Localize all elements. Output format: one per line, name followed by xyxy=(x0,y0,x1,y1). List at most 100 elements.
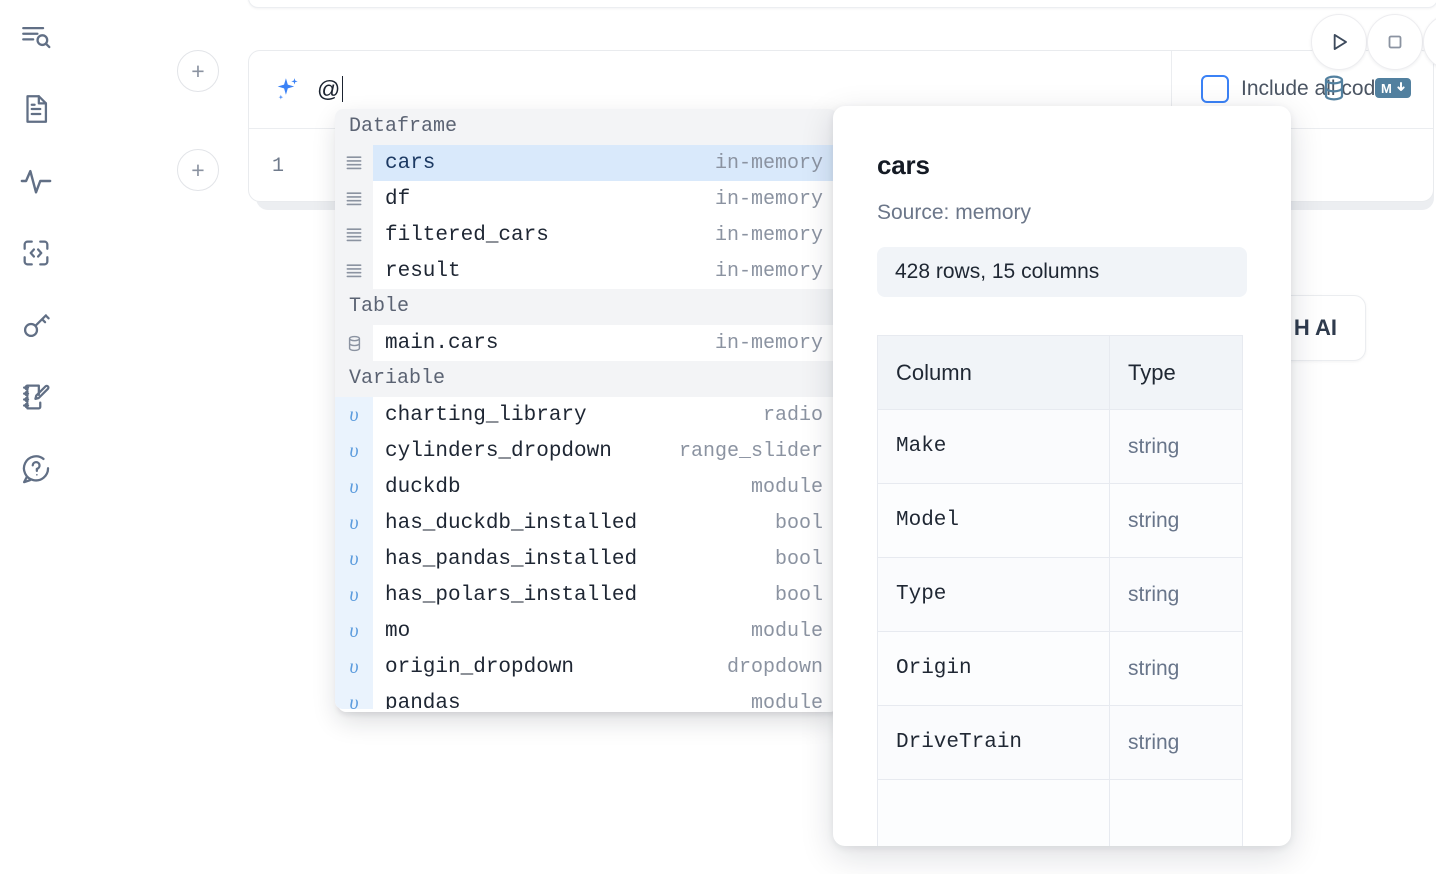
autocomplete-item-content: df in-memory xyxy=(373,181,837,217)
detail-column-name xyxy=(877,779,1110,846)
autocomplete-item-type: bool xyxy=(774,511,823,535)
autocomplete-item-type: in-memory xyxy=(714,187,823,211)
detail-column-type: string xyxy=(1109,483,1243,558)
ai-prompt-value: @ xyxy=(317,76,341,102)
dataframe-icon xyxy=(335,181,373,217)
autocomplete-item[interactable]: υ has_pandas_installed bool xyxy=(335,541,837,577)
dataframe-icon xyxy=(335,253,373,289)
add-cell-below-label: + xyxy=(191,156,205,183)
run-cell-button[interactable] xyxy=(1311,14,1367,70)
autocomplete-item-name: result xyxy=(385,259,461,283)
sparkles-icon xyxy=(267,74,307,106)
line-number: 1 xyxy=(271,154,284,178)
include-all-code-label: Include all code xyxy=(1241,77,1387,100)
scratchpad-icon[interactable] xyxy=(12,373,60,421)
detail-column-name: Type xyxy=(877,557,1110,632)
document-icon[interactable] xyxy=(12,85,60,133)
cell-output-icons: M xyxy=(1319,73,1411,108)
add-cell-below-button[interactable]: + xyxy=(177,149,219,191)
variable-detail-panel: cars Source: memory 428 rows, 15 columns… xyxy=(833,106,1291,846)
ai-prompt-input[interactable]: @ xyxy=(317,76,344,103)
autocomplete-item-name: duckdb xyxy=(385,475,461,499)
activity-icon[interactable] xyxy=(12,157,60,205)
detail-column-name: DriveTrain xyxy=(877,705,1110,780)
detail-title: cars xyxy=(877,150,930,180)
code-braces-icon[interactable] xyxy=(12,229,60,277)
dataframe-icon xyxy=(335,217,373,253)
dataframe-icon xyxy=(335,145,373,181)
autocomplete-item-type: in-memory xyxy=(714,331,823,355)
autocomplete-item-name: mo xyxy=(385,619,411,643)
variable-icon: υ xyxy=(335,613,373,649)
autocomplete-item[interactable]: υ has_duckdb_installed bool xyxy=(335,505,837,541)
stop-button[interactable] xyxy=(1367,14,1423,70)
autocomplete-item-name: df xyxy=(385,187,411,211)
autocomplete-item-name: has_duckdb_installed xyxy=(385,511,638,535)
add-cell-above-label: + xyxy=(191,57,205,84)
autocomplete-item-name: has_pandas_installed xyxy=(385,547,638,571)
autocomplete-item-name: pandas xyxy=(385,691,461,710)
autocomplete-item-name: origin_dropdown xyxy=(385,655,575,679)
svg-text:M: M xyxy=(1381,81,1392,96)
database-icon[interactable] xyxy=(1319,73,1349,108)
autocomplete-item-name: cylinders_dropdown xyxy=(385,439,612,463)
detail-table-header-cell: Column xyxy=(877,335,1110,410)
autocomplete-item-type: radio xyxy=(762,403,823,427)
autocomplete-item-type: bool xyxy=(774,547,823,571)
autocomplete-item[interactable]: υ charting_library radio xyxy=(335,397,837,433)
autocomplete-item-content: has_pandas_installed bool xyxy=(373,541,837,577)
left-sidebar xyxy=(0,0,72,874)
autocomplete-item-name: charting_library xyxy=(385,403,587,427)
add-cell-above-button[interactable]: + xyxy=(177,50,219,92)
variable-icon: υ xyxy=(335,505,373,541)
key-icon[interactable] xyxy=(12,301,60,349)
detail-table-row xyxy=(877,779,1243,846)
variable-icon: υ xyxy=(335,397,373,433)
detail-column-name: Origin xyxy=(877,631,1110,706)
variable-icon: υ xyxy=(335,541,373,577)
ai-row-divider xyxy=(1171,51,1172,129)
include-all-code-checkbox[interactable] xyxy=(1201,75,1229,103)
autocomplete-item-type: in-memory xyxy=(714,223,823,247)
detail-column-type: string xyxy=(1109,705,1243,780)
file-search-icon[interactable] xyxy=(12,14,60,62)
detail-column-name: Make xyxy=(877,409,1110,484)
include-all-code-control[interactable]: Include all code xyxy=(1201,75,1387,103)
variable-icon: υ xyxy=(335,577,373,613)
code-editor-row[interactable]: 1 xyxy=(249,129,1433,201)
autocomplete-item[interactable]: df in-memory xyxy=(335,181,837,217)
detail-column-type xyxy=(1109,779,1243,846)
markdown-icon[interactable]: M xyxy=(1375,76,1411,105)
ai-suggestion-pill-label: H AI xyxy=(1293,315,1337,340)
help-chat-icon[interactable] xyxy=(12,445,60,493)
autocomplete-group-header: Table xyxy=(335,289,837,325)
table-icon xyxy=(335,325,373,361)
detail-column-type: string xyxy=(1109,631,1243,706)
variable-icon: υ xyxy=(335,685,373,709)
